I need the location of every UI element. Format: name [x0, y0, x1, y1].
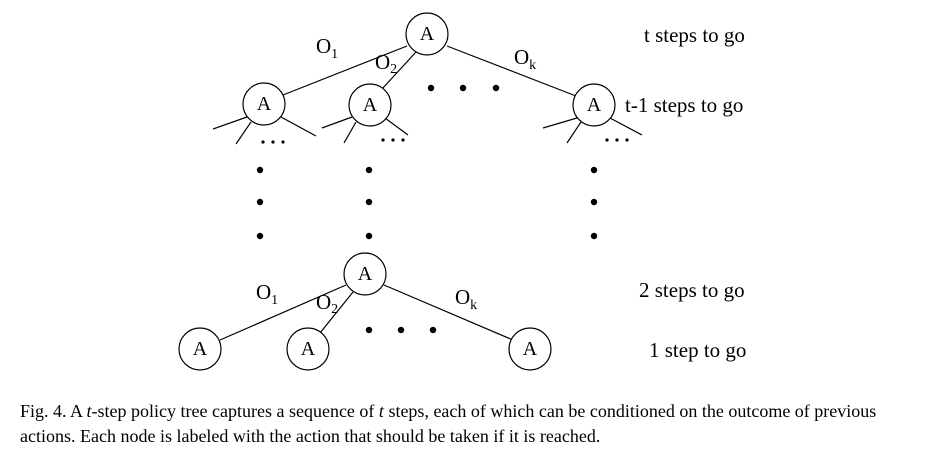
- edge-root-ok: [446, 45, 577, 97]
- obs-label-o2: O2: [316, 290, 338, 317]
- figure-caption: Fig. 4. A t-step policy tree captures a …: [20, 401, 877, 446]
- ellipsis-dots: [427, 84, 500, 92]
- policy-tree-diagram: A A A A O1 O2 Ok A A A A O1 O2 Ok: [178, 12, 746, 371]
- node-label: A: [363, 94, 378, 116]
- branch: [235, 121, 252, 145]
- ellipsis-dots: [365, 326, 437, 334]
- branch: [384, 117, 409, 136]
- leaf-node-o2: [286, 327, 330, 371]
- obs-label-o1: O1: [256, 280, 278, 308]
- edge-bottom-o1: [219, 284, 347, 341]
- small-ellipsis: [261, 138, 629, 144]
- node-label: A: [257, 93, 272, 115]
- step-label-1: 1 step to go: [649, 338, 746, 362]
- edge-bottom-o2: [319, 291, 354, 334]
- step-label-2: 2 steps to go: [639, 278, 745, 302]
- edge-root-o2: [381, 51, 417, 90]
- edge-root-o1: [282, 45, 408, 96]
- leaf-node-o1: [178, 327, 222, 371]
- node-label: A: [358, 263, 373, 285]
- vertical-ellipsis: [256, 166, 598, 240]
- obs-label-o1: O1: [316, 34, 338, 62]
- subtree-node-ok: [572, 83, 616, 127]
- branch: [280, 116, 317, 137]
- node-label: A: [587, 94, 602, 116]
- branch: [609, 117, 643, 136]
- branch: [566, 121, 582, 144]
- branch: [212, 116, 248, 130]
- node-label: A: [420, 23, 435, 45]
- node-label: A: [301, 338, 316, 360]
- subtree-node-o2: [348, 83, 392, 127]
- leaf-node-ok: [508, 327, 552, 371]
- bottom-root-node: [343, 252, 387, 296]
- obs-label-ok: Ok: [514, 45, 536, 73]
- step-label-t: t steps to go: [644, 23, 745, 47]
- step-label-t-minus-1: t-1 steps to go: [625, 93, 743, 117]
- node-label: A: [193, 338, 208, 360]
- obs-label-o2: O2: [375, 50, 397, 77]
- root-node: [405, 12, 449, 56]
- edge-bottom-ok: [383, 284, 514, 341]
- branch: [542, 117, 578, 129]
- subtree-node-o1: [242, 82, 286, 126]
- node-label: A: [523, 338, 538, 360]
- branch: [321, 116, 353, 129]
- branch: [343, 121, 357, 144]
- obs-label-ok: Ok: [455, 285, 477, 313]
